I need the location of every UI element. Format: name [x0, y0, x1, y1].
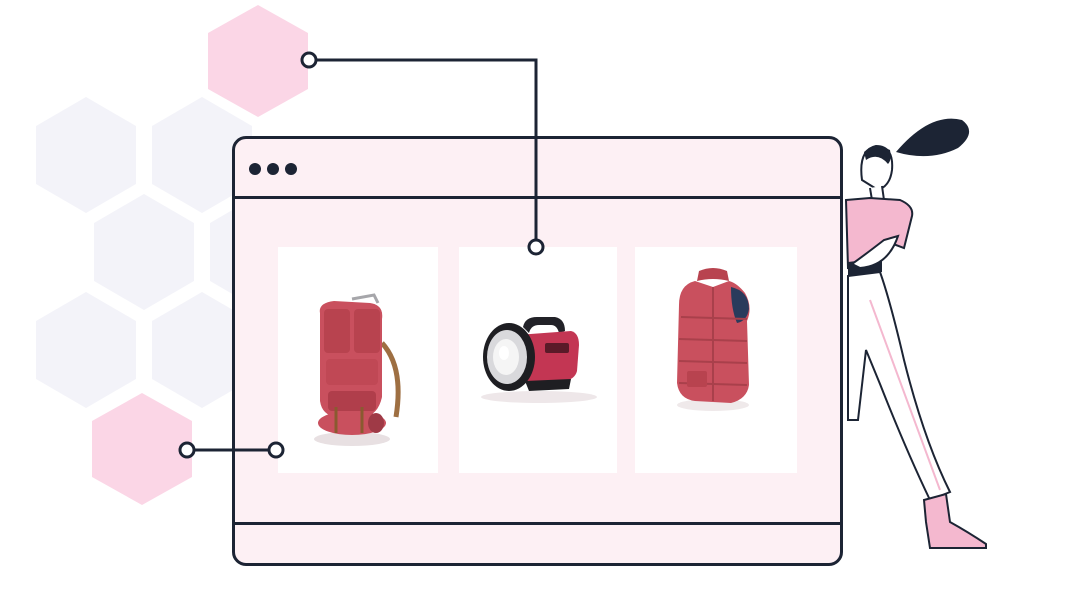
hexagon-pink-top	[208, 5, 308, 117]
puffer-vest-icon	[677, 268, 750, 411]
window-control-dot[interactable]	[249, 163, 261, 175]
hexagon	[36, 97, 136, 213]
hexagon	[152, 292, 252, 408]
window-control-dot[interactable]	[285, 163, 297, 175]
hexagon	[94, 194, 194, 310]
backpack-icon	[314, 293, 401, 446]
product-card-backpack[interactable]	[278, 247, 438, 473]
connector-line-top	[309, 58, 538, 247]
product-card-lantern[interactable]	[459, 247, 617, 473]
ponytail	[896, 118, 970, 157]
connector-node	[527, 238, 545, 256]
connector-node	[178, 441, 196, 459]
lantern-flashlight-icon	[481, 317, 597, 403]
shoe	[922, 492, 987, 549]
hexagon	[36, 292, 136, 408]
footer-divider	[235, 522, 840, 525]
window-controls	[249, 163, 297, 175]
hexagon	[152, 97, 252, 213]
pants	[847, 270, 952, 502]
connector-node	[300, 51, 318, 69]
product-card-vest[interactable]	[635, 247, 797, 473]
window-control-dot[interactable]	[267, 163, 279, 175]
connector-node	[267, 441, 285, 459]
hexagon-pink-bottom	[92, 393, 192, 505]
